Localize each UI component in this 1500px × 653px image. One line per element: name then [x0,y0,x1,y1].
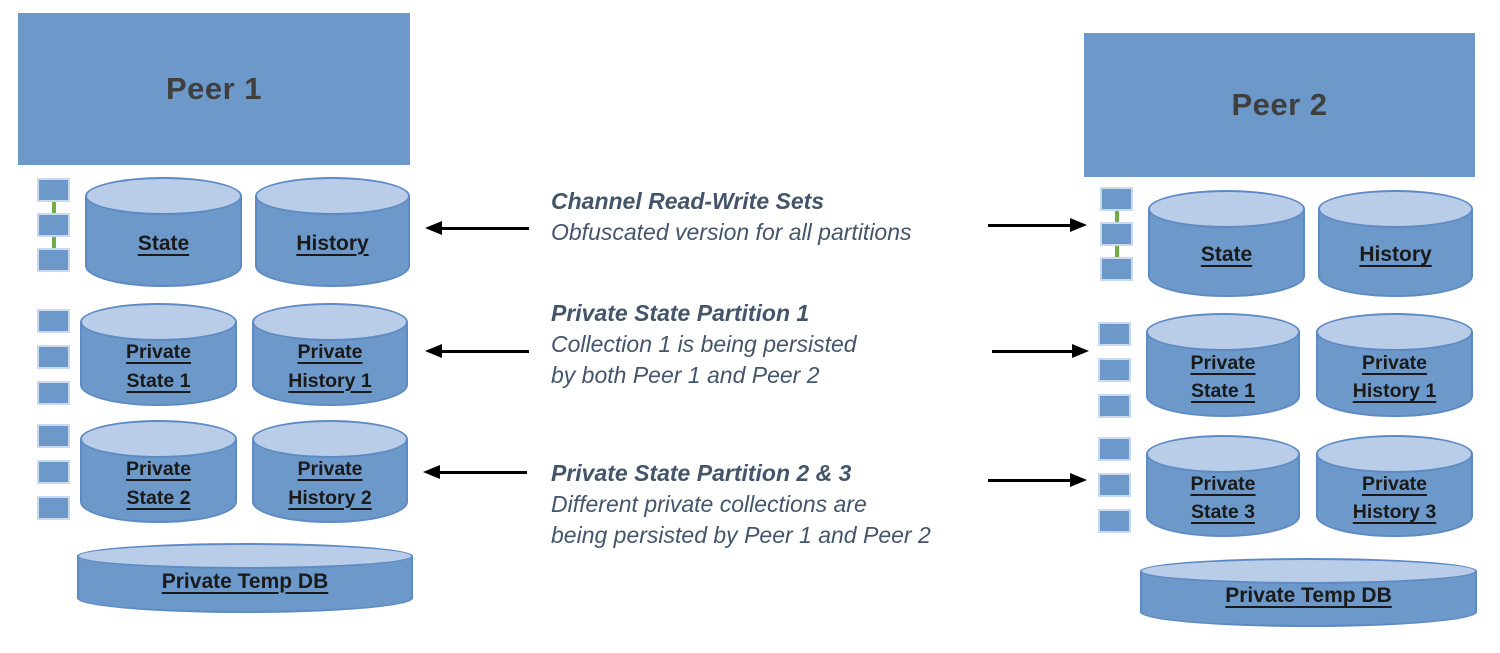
cylinder-top [1146,435,1300,473]
arrow-left-row2 [425,344,529,358]
peer1-row1-blockchain [37,178,70,272]
annotation-line: by both Peer 1 and Peer 2 [551,362,820,388]
chain-link [51,237,56,248]
block-square [1100,222,1133,246]
block-square [37,460,70,484]
peer1-box: Peer 1 [18,13,410,165]
arrow-left-row3 [423,465,527,479]
cylinder-top [255,177,410,215]
db-label: History [296,231,369,255]
peer1-state-db: State [85,177,242,287]
block-gap [52,333,56,345]
peer2-state-db: State [1148,190,1305,297]
peer1-private-state-1-db: Private State 1 [80,303,237,406]
cylinder-top [1148,190,1305,228]
peer2-private-history-3-db: Private History 3 [1316,435,1473,537]
peer2-row1-blockchain [1100,187,1133,281]
block-gap [52,484,56,496]
block-square [1098,437,1131,461]
annotation-title: Channel Read-Write Sets [551,188,825,214]
chain-link [1114,246,1119,257]
cylinder-top [80,420,237,458]
db-label: Private History 2 [288,458,372,509]
arrow-left-row1 [425,221,529,235]
annotation-title: Private State Partition 1 [551,300,810,326]
peer2-row2-blocks [1098,322,1131,418]
annotation-title: Private State Partition 2 & 3 [551,460,852,486]
peer2-private-state-3-db: Private State 3 [1146,435,1300,537]
cylinder-top [1316,313,1473,351]
peer1-private-temp-db: Private Temp DB [77,543,413,613]
peer1-history-db: History [255,177,410,287]
chain-link [1114,211,1119,222]
cylinder-top [1146,313,1300,351]
db-label: History [1359,243,1432,267]
arrow-right-row1 [988,218,1087,232]
db-label: Private History 3 [1352,472,1437,523]
block-gap [1113,497,1117,509]
cylinder-top [1318,190,1473,228]
peer1-private-state-2-db: Private State 2 [80,420,237,523]
db-label: Private Temp DB [161,569,329,593]
peer2-history-db: History [1318,190,1473,297]
cylinder-top [252,303,408,341]
block-square [37,345,70,369]
block-square [37,213,70,237]
arrow-right-row3 [988,473,1087,487]
annotation-line: being persisted by Peer 1 and Peer 2 [551,522,931,548]
block-square [1098,473,1131,497]
block-square [37,424,70,448]
peer1-private-history-2-db: Private History 2 [252,420,408,523]
peer2-private-state-1-db: Private State 1 [1146,313,1300,417]
block-gap [1113,461,1117,473]
block-square [1100,257,1133,281]
cylinder-top [77,543,413,569]
db-label: Private History 1 [1352,351,1437,402]
block-square [1098,322,1131,346]
arrow-right-row2 [992,344,1089,358]
db-label: Private State 1 [125,341,192,392]
db-label: Private History 1 [288,341,372,392]
cylinder-top [80,303,237,341]
block-gap [1113,346,1117,358]
peer2-private-temp-db: Private Temp DB [1140,558,1477,627]
block-square [37,381,70,405]
block-gap [52,448,56,460]
annotation-private-partition-1: Private State Partition 1 Collection 1 i… [551,298,857,391]
cylinder-top [1140,558,1477,584]
cylinder-top [252,420,408,458]
block-square [1100,187,1133,211]
block-square [37,309,70,333]
chain-link [51,202,56,213]
db-label: State [137,231,190,255]
annotation-line: Obfuscated version for all partitions [551,219,912,245]
peer2-private-history-1-db: Private History 1 [1316,313,1473,417]
peer2-title: Peer 2 [1231,87,1328,122]
block-square [1098,394,1131,418]
peer1-row3-blocks [37,424,70,520]
annotation-line: Different private collections are [551,491,867,517]
annotation-line: Collection 1 is being persisted [551,331,857,357]
peer1-row2-blocks [37,309,70,405]
peer2-row3-blocks [1098,437,1131,533]
db-label: Private Temp DB [1225,584,1392,608]
peer1-private-history-1-db: Private History 1 [252,303,408,406]
db-label: Private State 2 [125,458,192,509]
cylinder-top [85,177,242,215]
peer2-box: Peer 2 [1084,33,1475,177]
block-square [1098,358,1131,382]
db-label: State [1200,243,1253,267]
annotation-channel-rw-sets: Channel Read-Write Sets Obfuscated versi… [551,186,912,248]
cylinder-top [1316,435,1473,473]
block-square [37,178,70,202]
block-gap [1113,382,1117,394]
block-square [37,496,70,520]
block-square [37,248,70,272]
db-label: Private State 1 [1190,351,1256,402]
db-label: Private State 3 [1190,472,1256,523]
block-square [1098,509,1131,533]
peer1-title: Peer 1 [165,71,263,106]
annotation-private-partition-2-3: Private State Partition 2 & 3 Different … [551,458,931,551]
block-gap [52,369,56,381]
